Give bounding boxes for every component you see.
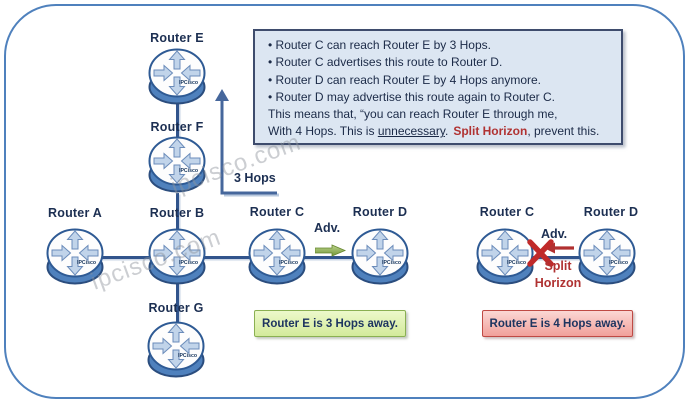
router-brand-text: IPCisco bbox=[609, 260, 628, 266]
router-brand-text: IPCisco bbox=[179, 80, 198, 86]
status-box-3-hops: Router E is 3 Hops away. bbox=[254, 310, 406, 337]
adv-right-label: Adv. bbox=[541, 227, 568, 241]
router-f-label: Router F bbox=[150, 120, 204, 134]
router-d-label: Router D bbox=[352, 205, 408, 219]
router-e-icon: IPCisco bbox=[146, 47, 208, 107]
router-a-label: Router A bbox=[48, 206, 102, 220]
info-line-6-mid: . bbox=[444, 124, 449, 139]
info-line-6-underlined: unnecessary bbox=[377, 124, 445, 139]
router-brand-text: IPCisco bbox=[507, 260, 526, 266]
link-routerF-routerB bbox=[176, 193, 179, 233]
split-horizon-label: Split Horizon bbox=[520, 258, 596, 292]
three-hops-arrow bbox=[215, 89, 279, 197]
split-horizon-blocked-arrow-icon bbox=[527, 239, 574, 267]
status-box-4-hops: Router E is 4 Hops away. bbox=[482, 310, 633, 337]
three-hops-label: 3 Hops bbox=[234, 171, 276, 185]
router-brand-text: IPCisco bbox=[178, 353, 197, 359]
split-horizon-line2: Horizon bbox=[534, 276, 582, 290]
router-brand-text: IPCisco bbox=[279, 260, 298, 266]
router-a-icon: IPCisco bbox=[44, 227, 106, 287]
router-c-label: Router C bbox=[249, 205, 305, 219]
router-d2-icon: IPCisco bbox=[576, 227, 638, 287]
router-brand-text: IPCisco bbox=[77, 260, 96, 266]
link-routerB-routerG bbox=[176, 283, 179, 325]
adv-left-label: Adv. bbox=[314, 221, 341, 235]
info-line-5: This means that, “you can reach Router E… bbox=[268, 107, 558, 122]
info-line-6-split-horizon: Split Horizon bbox=[453, 124, 528, 139]
info-bullet-4: • Router D may advertise this route agai… bbox=[268, 89, 555, 104]
router-d2-label: Router D bbox=[583, 205, 639, 219]
router-f-icon: IPCisco bbox=[146, 135, 208, 195]
router-c-icon: IPCisco bbox=[246, 227, 308, 287]
router-brand-text: IPCisco bbox=[382, 260, 401, 266]
router-c2-label: Router C bbox=[479, 205, 535, 219]
info-bullet-3: • Router D can reach Router E by 4 Hops … bbox=[268, 72, 541, 87]
link-routerE-routerF bbox=[176, 102, 179, 142]
info-bullet-1: • Router C can reach Router E by 3 Hops. bbox=[268, 38, 491, 52]
info-line-6-pre: With 4 Hops. This is bbox=[268, 124, 378, 139]
info-line-6: With 4 Hops. This is unnecessary. Split H… bbox=[268, 123, 615, 140]
router-b-label: Router B bbox=[149, 206, 205, 220]
split-horizon-line1: Split bbox=[544, 259, 572, 273]
adv-green-arrow-icon bbox=[315, 244, 347, 257]
link-routerC-routerD-right bbox=[505, 256, 607, 259]
info-bullet-2: • Router C advertises this route to Rout… bbox=[268, 55, 503, 70]
link-routerA-routerD bbox=[75, 256, 380, 259]
router-c2-icon: IPCisco bbox=[474, 227, 536, 287]
router-brand-text: IPCisco bbox=[179, 260, 198, 266]
router-d-icon: IPCisco bbox=[349, 227, 411, 287]
info-line-6-post: , prevent this. bbox=[527, 124, 600, 139]
router-e-label: Router E bbox=[150, 31, 204, 45]
diagram-border bbox=[4, 4, 685, 399]
info-box: • Router C can reach Router E by 3 Hops.… bbox=[253, 29, 623, 145]
router-b-icon: IPCisco bbox=[146, 227, 208, 287]
router-g-label: Router G bbox=[148, 301, 204, 315]
router-brand-text: IPCisco bbox=[179, 168, 198, 174]
router-g-icon: IPCisco bbox=[145, 320, 207, 380]
